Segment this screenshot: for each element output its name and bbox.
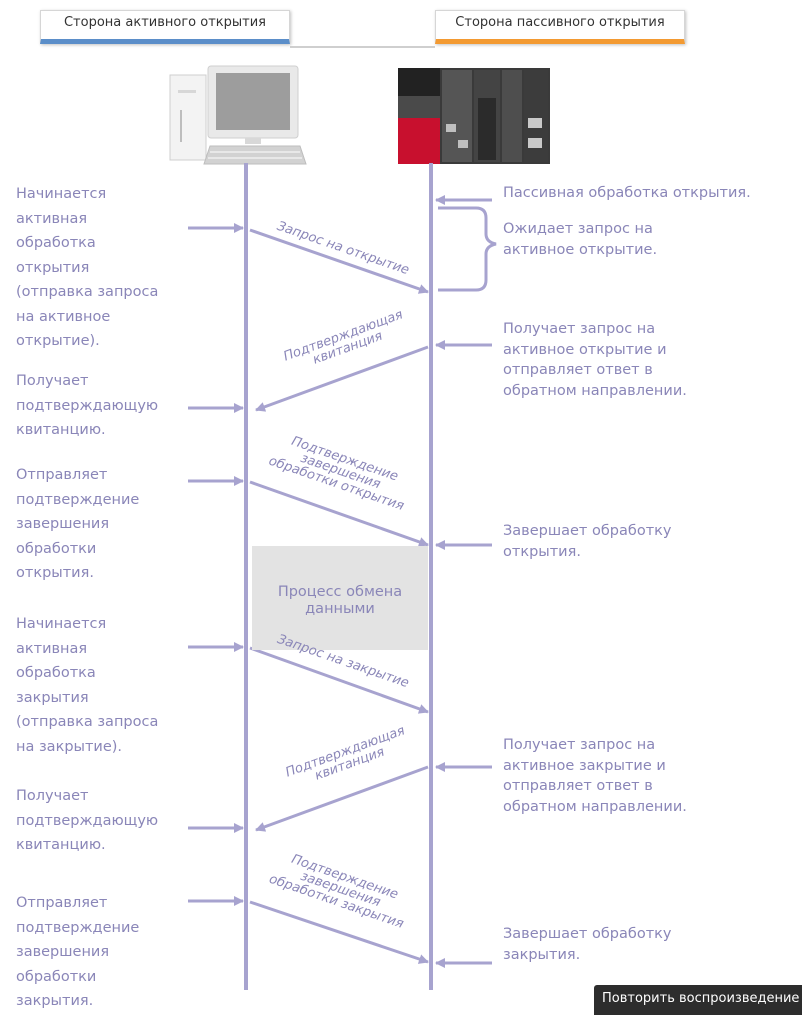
open-request-received-note: Получает запрос на активное открытие и о… xyxy=(503,321,687,399)
active-close-start-note: Начинается активная обработка закрытия (… xyxy=(16,616,159,755)
data-exchange-region: Процесс обмена данными xyxy=(252,546,428,650)
data-exchange-label: Процесс обмена данными xyxy=(277,584,403,617)
plc-controller-icon xyxy=(398,68,550,164)
close-ack-arrow xyxy=(255,765,429,832)
open-ack-arrow xyxy=(255,345,429,412)
close-complete-sent-note: Отправляет подтверждение завершения обра… xyxy=(16,895,140,1009)
open-request-arrow xyxy=(249,228,429,294)
close-request-received-note: Получает запрос на активное закрытие и о… xyxy=(503,737,687,815)
active-open-side-header: Сторона активного открытия xyxy=(40,10,290,44)
passive-open-note: Пассивная обработка открытия. xyxy=(503,185,751,201)
replay-button[interactable]: Повторить воспроизведение xyxy=(594,985,802,1015)
desktop-computer-icon xyxy=(169,65,307,165)
open-ack-received-note: Получает подтверждающую квитанцию. xyxy=(16,373,159,438)
open-complete-sent-note: Отправляет подтверждение завершения обра… xyxy=(16,467,140,581)
close-request-arrow xyxy=(249,646,429,714)
passive-open-side-header: Сторона пассивного открытия xyxy=(435,10,685,44)
active-open-start-note: Начинается активная обработка открытия (… xyxy=(16,186,159,349)
waiting-brace xyxy=(438,206,497,292)
passive-open-side-label: Сторона пассивного открытия xyxy=(455,15,665,30)
open-complete-arrow xyxy=(249,480,429,547)
close-finished-note: Завершает обработку закрытия. xyxy=(503,926,672,963)
close-ack-received-note: Получает подтверждающую квитанцию. xyxy=(16,788,159,853)
close-complete-arrow xyxy=(249,900,429,964)
active-open-side-label: Сторона активного открытия xyxy=(63,15,266,30)
waiting-open-request-note: Ожидает запрос на активное открытие. xyxy=(503,221,658,258)
open-finished-note: Завершает обработку открытия. xyxy=(503,523,672,560)
